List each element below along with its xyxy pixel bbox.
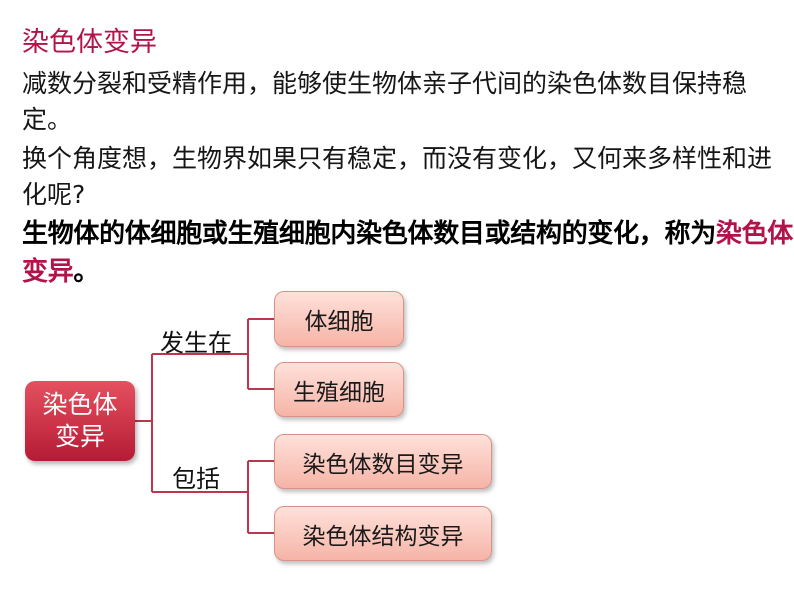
definition-text: 生物体的体细胞或生殖细胞内染色体数目或结构的变化，称为染色体变异。 bbox=[22, 215, 794, 291]
paragraph-question: 换个角度想，生物界如果只有稳定，而没有变化，又何来多样性和进化呢? bbox=[22, 144, 773, 209]
root-node: 染色体变异 bbox=[25, 381, 135, 461]
slide-heading: 染色体变异 bbox=[22, 27, 157, 58]
node-chromosome-structure-variation: 染色体结构变异 bbox=[274, 506, 492, 561]
node-chromosome-number-variation: 染色体数目变异 bbox=[274, 434, 492, 489]
definition-term: 染色体变异 bbox=[22, 219, 794, 287]
root-node-label: 染色体变异 bbox=[42, 390, 118, 451]
definition-prefix: 生物体的体细胞或生殖细胞内染色体数目或结构的变化，称为 bbox=[22, 219, 716, 249]
node-somatic-cell: 体细胞 bbox=[274, 291, 404, 347]
edge-label-occurs: 发生在 bbox=[160, 329, 232, 357]
paragraph-stability: 减数分裂和受精作用，能够使生物体亲子代间的染色体数目保持稳定。 bbox=[22, 69, 748, 134]
definition-suffix: 。 bbox=[73, 257, 100, 287]
edge-label-includes: 包括 bbox=[172, 465, 220, 493]
node-germ-cell: 生殖细胞 bbox=[274, 362, 404, 417]
